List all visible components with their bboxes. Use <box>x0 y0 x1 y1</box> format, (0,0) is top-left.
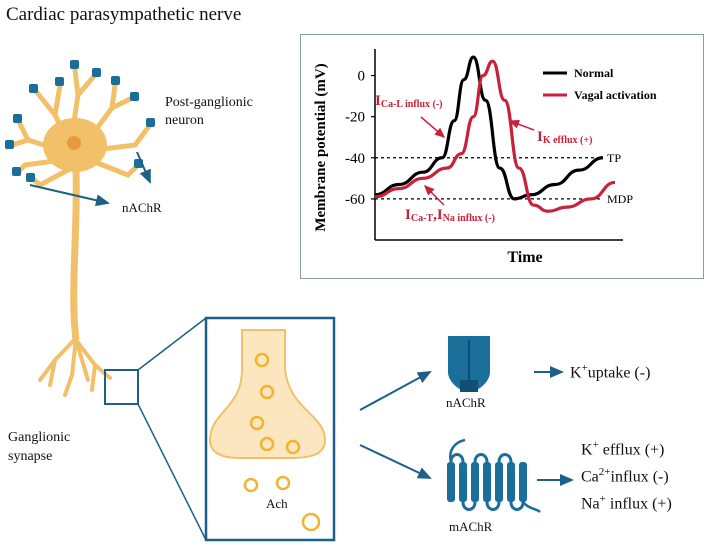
neuron-label-line1: Post-ganglionic <box>165 95 253 110</box>
annotation-arrow <box>508 119 535 131</box>
reference-line-label: TP <box>607 151 621 165</box>
effect-ion: Na <box>581 495 600 513</box>
nachr-effect-ion: K <box>570 364 582 382</box>
post-ganglionic-neuron-label: Post-ganglionic neuron <box>165 94 253 130</box>
page-title: Cardiac parasympathetic nerve <box>6 4 242 25</box>
machr-effect-na: Na+ influx (+) <box>581 493 672 513</box>
nachr-effect: K+uptake (-) <box>570 362 650 382</box>
synapse-label-line1: Ganglionic <box>8 430 71 445</box>
nachr-effect-charge: + <box>581 362 588 374</box>
effect-charge: 2+ <box>598 466 611 478</box>
axon <box>70 169 80 341</box>
y-axis-label: Membrane potential (mV) <box>313 63 329 231</box>
y-tick-label: -20 <box>345 110 365 126</box>
dendrite-nachr-label: nAChR <box>122 200 162 215</box>
annotation-ik: IK efflux (+) <box>537 129 592 146</box>
nachr-receptor-label: nAChR <box>446 395 486 410</box>
annotation-ica-l: ICa-L influx (-) <box>375 93 443 110</box>
machr-effect-k: K+ efflux (+) <box>581 439 664 459</box>
machr-effect-ca: Ca2+influx (-) <box>581 466 669 486</box>
series-line-vagal <box>374 59 616 213</box>
effect-charge: + <box>592 439 599 451</box>
y-tick-label: -40 <box>345 151 365 167</box>
annotation-ica-t-ina: ICa-T,INa influx (-) <box>405 207 495 224</box>
legend-label: Vagal activation <box>574 88 657 102</box>
vesicles <box>243 352 321 532</box>
ach-label: Ach <box>266 496 288 511</box>
machr-receptor-label: mAChR <box>449 519 493 534</box>
series-line-normal <box>374 55 604 201</box>
effect-text: influx (-) <box>610 468 669 486</box>
neuron-label-line2: neuron <box>165 113 204 128</box>
machr-icon <box>447 438 541 513</box>
dendrite-receptors <box>5 60 155 182</box>
y-tick-label: -60 <box>345 192 365 208</box>
ganglionic-synapse-label: Ganglionic synapse <box>8 428 70 466</box>
effect-text: efflux (+) <box>598 441 665 459</box>
annotation-arrow <box>420 116 446 138</box>
y-tick-label: 0 <box>358 69 366 85</box>
axon-terminals <box>38 336 112 397</box>
effect-ion: Ca <box>581 468 599 486</box>
effect-charge: + <box>599 493 606 505</box>
nachr-icon <box>448 336 490 392</box>
annotation-arrow <box>423 184 445 206</box>
synapse-label-line2: synapse <box>8 449 53 464</box>
nachr-effect-text: uptake (-) <box>587 364 651 382</box>
action-potential-chart: 0 -20 -40 -60 Membrane potential (mV) Time TP M… <box>300 34 704 279</box>
effect-text: influx (+) <box>605 495 672 513</box>
reference-line-label: MDP <box>607 192 633 206</box>
chart-svg: 0 -20 -40 -60 Membrane potential (mV) Time TP M… <box>313 49 657 266</box>
legend-label: Normal <box>574 66 614 80</box>
effect-ion: K <box>581 441 593 459</box>
nucleus <box>67 136 81 150</box>
x-axis-label: Time <box>507 249 542 266</box>
